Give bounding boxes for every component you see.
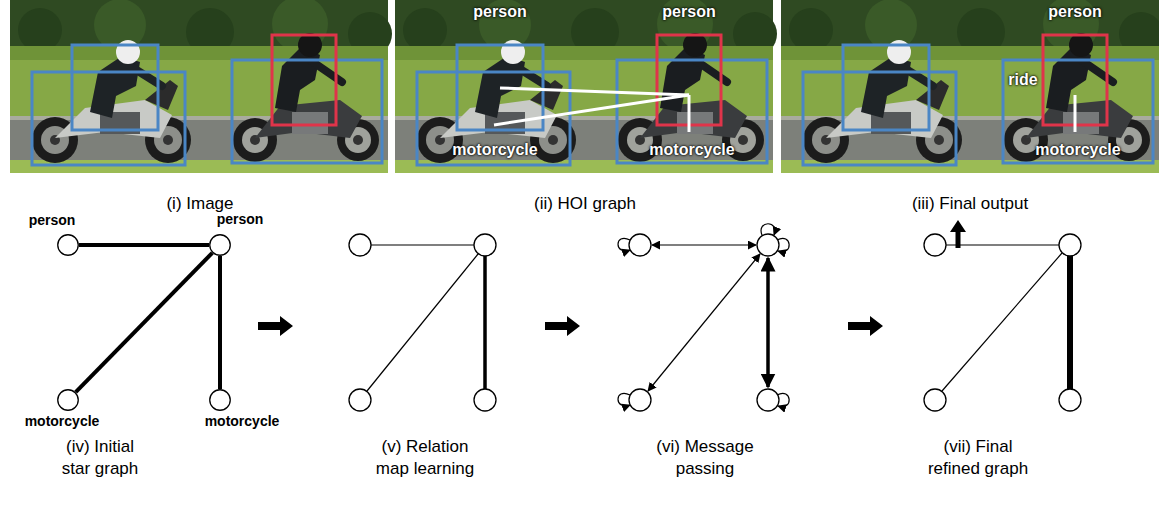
node-circle (57, 389, 79, 411)
node-label: motorcycle (205, 414, 280, 429)
node-circle (209, 389, 231, 411)
object-label: person (1048, 2, 1101, 21)
graph-node: motorcycle (209, 389, 231, 411)
graph-node: person (209, 234, 231, 256)
panel-caption: (iii) Final output (912, 193, 1028, 215)
object-label: person (662, 2, 715, 21)
message-passing-graph (618, 224, 789, 411)
panel-caption: (vii) Final refined graph (919, 436, 1037, 480)
object-label: motorcycle (452, 140, 537, 159)
node-circle (210, 235, 231, 256)
panel-caption: (vi) Message passing (646, 436, 764, 480)
node-label: person (29, 213, 76, 228)
node-circle (57, 234, 79, 256)
graph-node: person (57, 234, 79, 256)
interaction-label: ride (1008, 70, 1037, 89)
node-circle (58, 235, 79, 256)
photo-image (10, 0, 392, 173)
photo-hoi-graph (395, 0, 777, 173)
object-label: motorcycle (1035, 140, 1120, 159)
panel-caption: (v) Relation map learning (369, 436, 481, 480)
node-circle (209, 234, 231, 256)
graph-node: motorcycle (57, 389, 79, 411)
object-label: person (473, 2, 526, 21)
node-label: person (217, 212, 264, 227)
graph-edge (218, 256, 222, 389)
refined-graph (924, 234, 1081, 411)
panel-caption: (iv) Initial star graph (50, 436, 150, 480)
panel-caption: (ii) HOI graph (534, 193, 636, 215)
graph-edge (76, 253, 213, 392)
object-label: motorcycle (649, 140, 734, 159)
step-arrow (258, 220, 966, 336)
relation-map-graph (349, 234, 496, 411)
photo-final-output (781, 0, 1159, 173)
node-circle (58, 390, 79, 411)
panel-caption: (i) Image (166, 193, 233, 215)
graph-edge (79, 243, 209, 247)
node-circle (210, 390, 231, 411)
node-label: motorcycle (25, 414, 100, 429)
